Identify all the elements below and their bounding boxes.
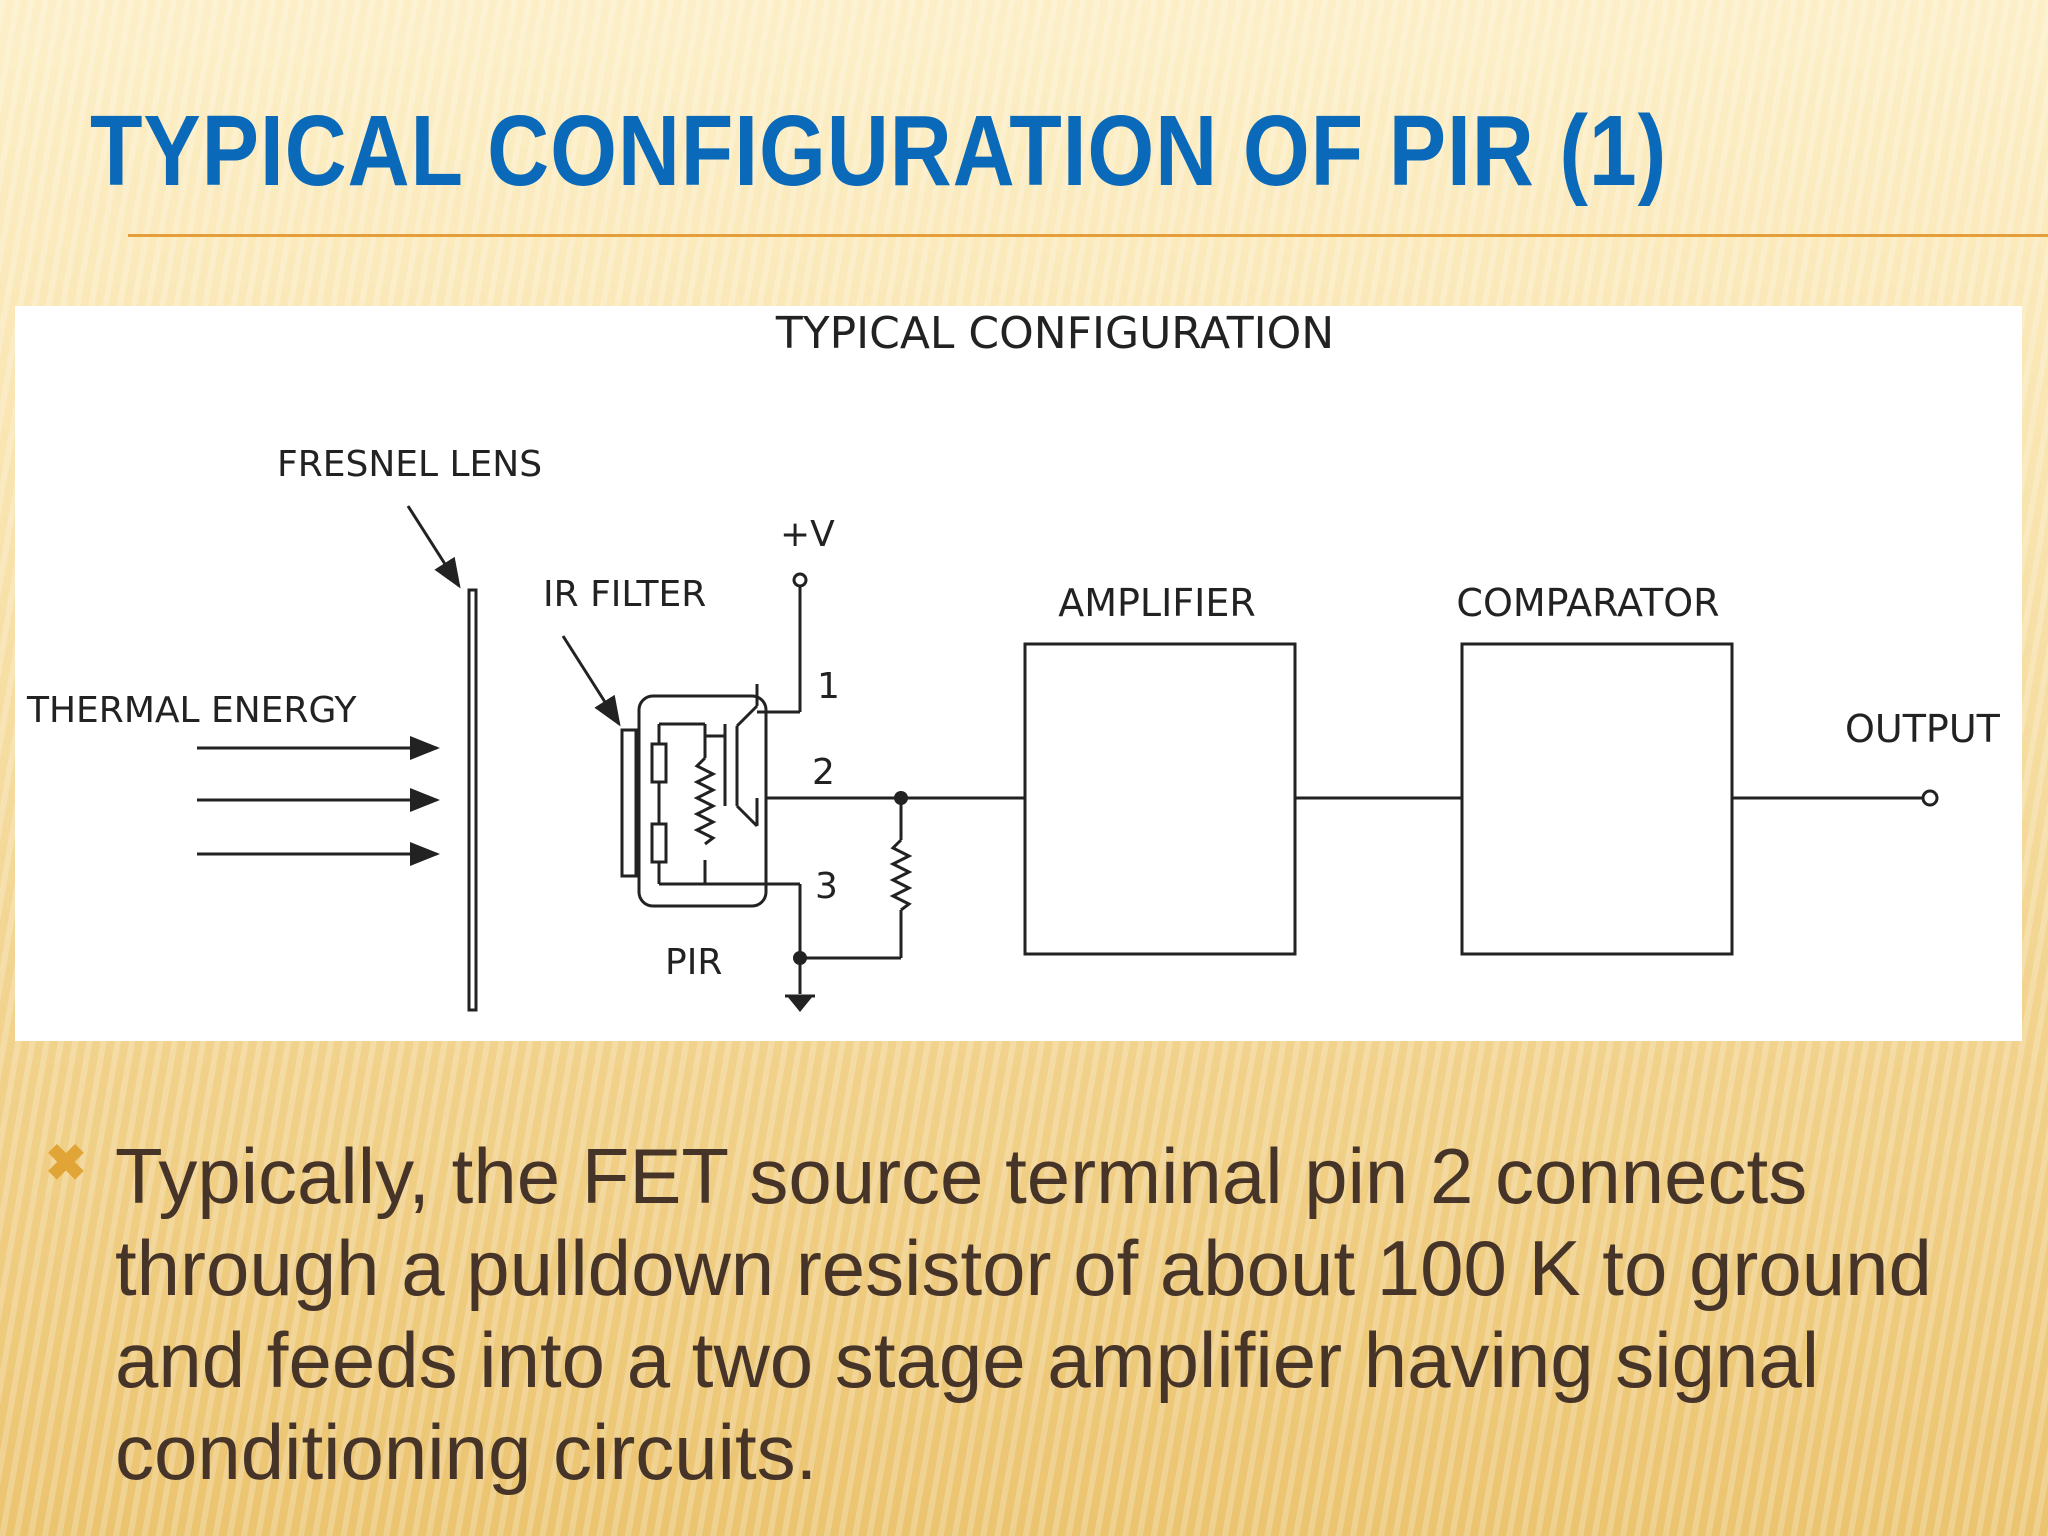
fresnel-lens (467, 588, 478, 1012)
pin-2-label: 2 (812, 752, 835, 793)
pir-label: PIR (665, 942, 722, 983)
pulldown-resistor (800, 798, 913, 960)
ground-node (793, 951, 807, 965)
ir-filter-pointer (561, 635, 621, 727)
supply-terminal (792, 572, 808, 588)
fresnel-lens-label: FRESNEL LENS (277, 444, 542, 485)
thermal-energy-label: THERMAL ENERGY (26, 690, 358, 731)
pir-sensor (620, 684, 768, 908)
diagram-heading: TYPICAL CONFIGURATION (775, 308, 1334, 359)
fet-source (735, 804, 759, 828)
slide-title: TYPICAL CONFIGURATION OF PIR (1) (90, 95, 1668, 207)
pir-configuration-diagram: TYPICAL CONFIGURATION THERMAL ENERGY FRE… (15, 306, 2022, 1041)
pir-housing (637, 694, 768, 908)
internal-resistor (693, 756, 717, 846)
bullet-list: ✖ Typically, the FET source terminal pin… (45, 1130, 2025, 1498)
ir-filter-label: IR FILTER (543, 574, 706, 615)
pyro-element-bottom (650, 822, 668, 864)
output-terminal (1921, 789, 1939, 807)
thermal-energy-arrows (197, 736, 440, 866)
pin-1-label: 1 (817, 666, 840, 707)
comparator-label: COMPARATOR (1456, 581, 1719, 625)
comparator-block (1460, 642, 1734, 956)
x-mark-icon: ✖ (45, 1135, 87, 1191)
bullet-item: ✖ Typically, the FET source terminal pin… (45, 1130, 2025, 1498)
amplifier-label: AMPLIFIER (1058, 581, 1256, 625)
bullet-text: Typically, the FET source terminal pin 2… (115, 1132, 1932, 1496)
output-label: OUTPUT (1845, 707, 2001, 751)
pin-3-label: 3 (815, 866, 838, 907)
fet-drain (735, 704, 759, 728)
ir-filter-element (620, 728, 638, 878)
amplifier-block (1023, 642, 1297, 956)
ground-icon (787, 996, 813, 1012)
supply-label: +V (780, 514, 835, 555)
title-divider (128, 234, 2048, 237)
pyro-element-top (650, 742, 668, 784)
fresnel-lens-pointer (406, 505, 461, 589)
